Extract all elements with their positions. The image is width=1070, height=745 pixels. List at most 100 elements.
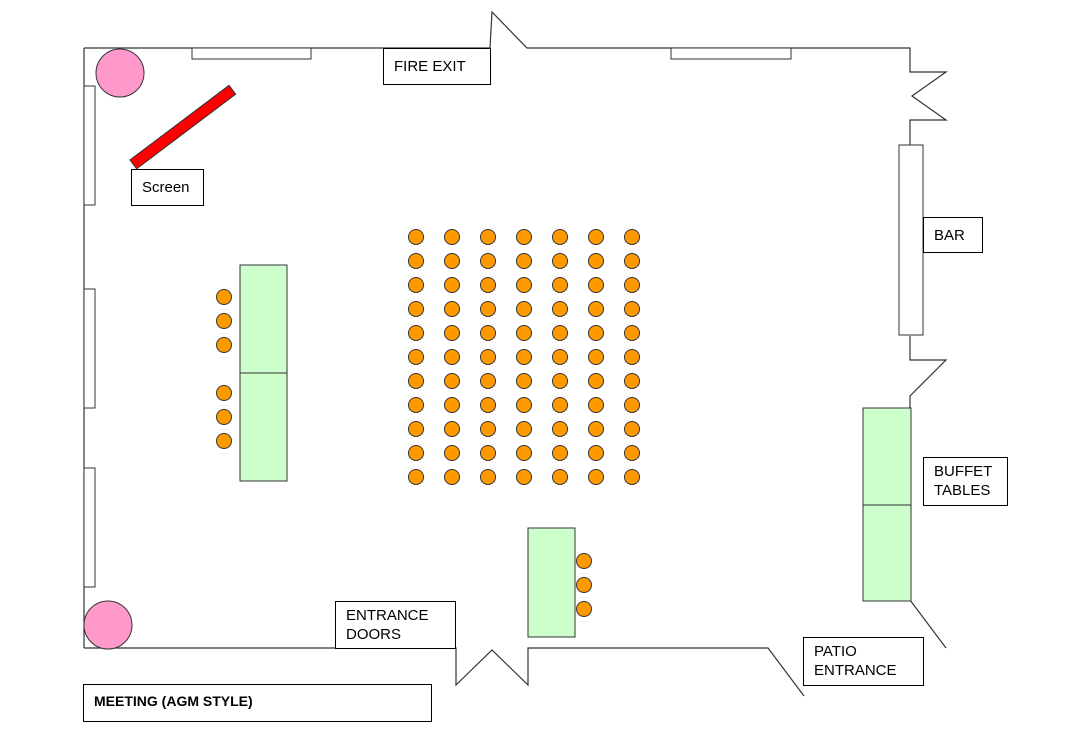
audience-chair — [552, 229, 568, 245]
audience-chair — [444, 445, 460, 461]
screen-label: Screen — [131, 169, 204, 206]
plant-bottom-left — [83, 600, 133, 650]
audience-chair — [516, 349, 532, 365]
projection-screen — [129, 84, 237, 170]
audience-chair — [588, 253, 604, 269]
buffet-table-bottom — [862, 504, 912, 602]
window-left-2 — [83, 288, 96, 409]
audience-chair — [408, 373, 424, 389]
layout-title: MEETING (AGM STYLE) — [83, 684, 432, 722]
audience-chair — [624, 253, 640, 269]
plant-top-left — [95, 48, 145, 98]
small-table-chair — [576, 601, 592, 617]
audience-chair — [480, 229, 496, 245]
audience-chair — [552, 469, 568, 485]
audience-chair — [552, 349, 568, 365]
audience-chair — [480, 397, 496, 413]
audience-chair — [552, 445, 568, 461]
audience-chair — [552, 397, 568, 413]
audience-chair — [624, 469, 640, 485]
patio-text-line1: PATIO — [814, 643, 857, 660]
window-top-left — [191, 47, 312, 60]
audience-chair — [516, 469, 532, 485]
audience-chair — [480, 469, 496, 485]
tables — [239, 264, 912, 638]
audience-chair — [624, 445, 640, 461]
audience-chair — [480, 277, 496, 293]
audience-chair — [408, 229, 424, 245]
buffet-table-top — [862, 407, 912, 506]
audience-chair — [588, 229, 604, 245]
audience-chair — [624, 229, 640, 245]
fire-exit-text: FIRE EXIT — [394, 58, 466, 75]
audience-chair — [516, 373, 532, 389]
patio-entrance-label: PATIO ENTRANCE — [803, 637, 924, 686]
audience-chair — [588, 301, 604, 317]
audience-chair — [480, 301, 496, 317]
audience-chair — [588, 445, 604, 461]
audience-chair — [408, 277, 424, 293]
buffet-tables-label: BUFFET TABLES — [923, 457, 1008, 506]
audience-chair — [624, 277, 640, 293]
head-table-chair — [216, 409, 232, 425]
bar-label: BAR — [923, 217, 983, 253]
patio-door — [909, 599, 947, 649]
audience-chair — [444, 301, 460, 317]
audience-chair — [624, 373, 640, 389]
audience-chair — [624, 421, 640, 437]
right-wall — [909, 336, 948, 408]
window-left-1 — [83, 85, 96, 206]
head-table-chair — [216, 313, 232, 329]
audience-chair — [444, 421, 460, 437]
screen-text: Screen — [142, 179, 190, 196]
head-table-chair — [216, 337, 232, 353]
audience-chair — [444, 349, 460, 365]
audience-chair — [444, 229, 460, 245]
bar-text: BAR — [934, 227, 965, 244]
bottom-wall — [84, 647, 805, 697]
audience-chair — [516, 253, 532, 269]
audience-chair — [480, 421, 496, 437]
layout-title-text: MEETING (AGM STYLE) — [94, 693, 253, 709]
audience-chair — [552, 301, 568, 317]
audience-chair — [516, 277, 532, 293]
audience-chair — [552, 253, 568, 269]
audience-chair — [408, 349, 424, 365]
audience-chair — [516, 301, 532, 317]
room-walls — [83, 10, 948, 697]
bar-counter — [898, 144, 924, 336]
top-wall — [84, 10, 948, 145]
audience-chair — [480, 349, 496, 365]
window-left-3 — [83, 467, 96, 588]
entrance-text-line1: ENTRANCE — [346, 607, 429, 624]
audience-chair — [552, 421, 568, 437]
head-table-chair — [216, 385, 232, 401]
head-table-chair — [216, 433, 232, 449]
buffet-text-line1: BUFFET — [934, 463, 993, 480]
audience-chair — [444, 397, 460, 413]
small-table-chair — [576, 553, 592, 569]
audience-chair — [624, 325, 640, 341]
audience-chair — [408, 253, 424, 269]
audience-chair — [444, 469, 460, 485]
small-table-chair — [576, 577, 592, 593]
audience-chair — [588, 325, 604, 341]
audience-chair — [480, 373, 496, 389]
audience-chair — [480, 253, 496, 269]
audience-chair — [624, 301, 640, 317]
head-table-chair — [216, 289, 232, 305]
audience-chair — [480, 325, 496, 341]
fire-exit-label: FIRE EXIT — [383, 48, 491, 85]
audience-chair — [552, 277, 568, 293]
audience-chair — [552, 325, 568, 341]
audience-chair — [444, 373, 460, 389]
patio-text-line2: ENTRANCE — [814, 662, 897, 679]
audience-chair — [408, 421, 424, 437]
audience-chair — [588, 373, 604, 389]
audience-chair — [516, 421, 532, 437]
audience-chair — [624, 349, 640, 365]
audience-chair — [408, 469, 424, 485]
audience-chair — [588, 277, 604, 293]
audience-chair — [444, 325, 460, 341]
